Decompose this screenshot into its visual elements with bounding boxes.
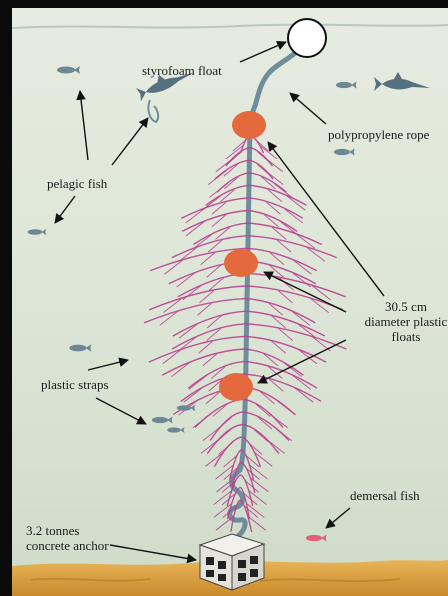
label-floats-line-1: 30.5 cm (346, 299, 448, 314)
label-polypropylene-rope: polypropylene rope (328, 127, 429, 142)
label-plastic-floats: 30.5 cm diameter plastic floats (346, 299, 448, 344)
label-plastic-straps: plastic straps (41, 377, 109, 392)
label-anchor-line-1: 3.2 tonnes (26, 523, 109, 538)
label-floats-line-3: floats (346, 329, 448, 344)
plastic-float-top (232, 111, 266, 139)
concrete-anchor-block-icon (200, 534, 264, 590)
label-styrofoam-float: styrofoam float (142, 63, 222, 78)
plastic-float-bottom (219, 373, 253, 401)
label-pelagic-fish: pelagic fish (47, 176, 107, 191)
plastic-float-middle (224, 249, 258, 277)
label-demersal-fish: demersal fish (350, 488, 420, 503)
label-concrete-anchor: 3.2 tonnes concrete anchor (26, 523, 109, 553)
label-floats-line-2: diameter plastic (346, 314, 448, 329)
styrofoam-float-icon (288, 19, 326, 57)
label-anchor-line-2: concrete anchor (26, 538, 109, 553)
